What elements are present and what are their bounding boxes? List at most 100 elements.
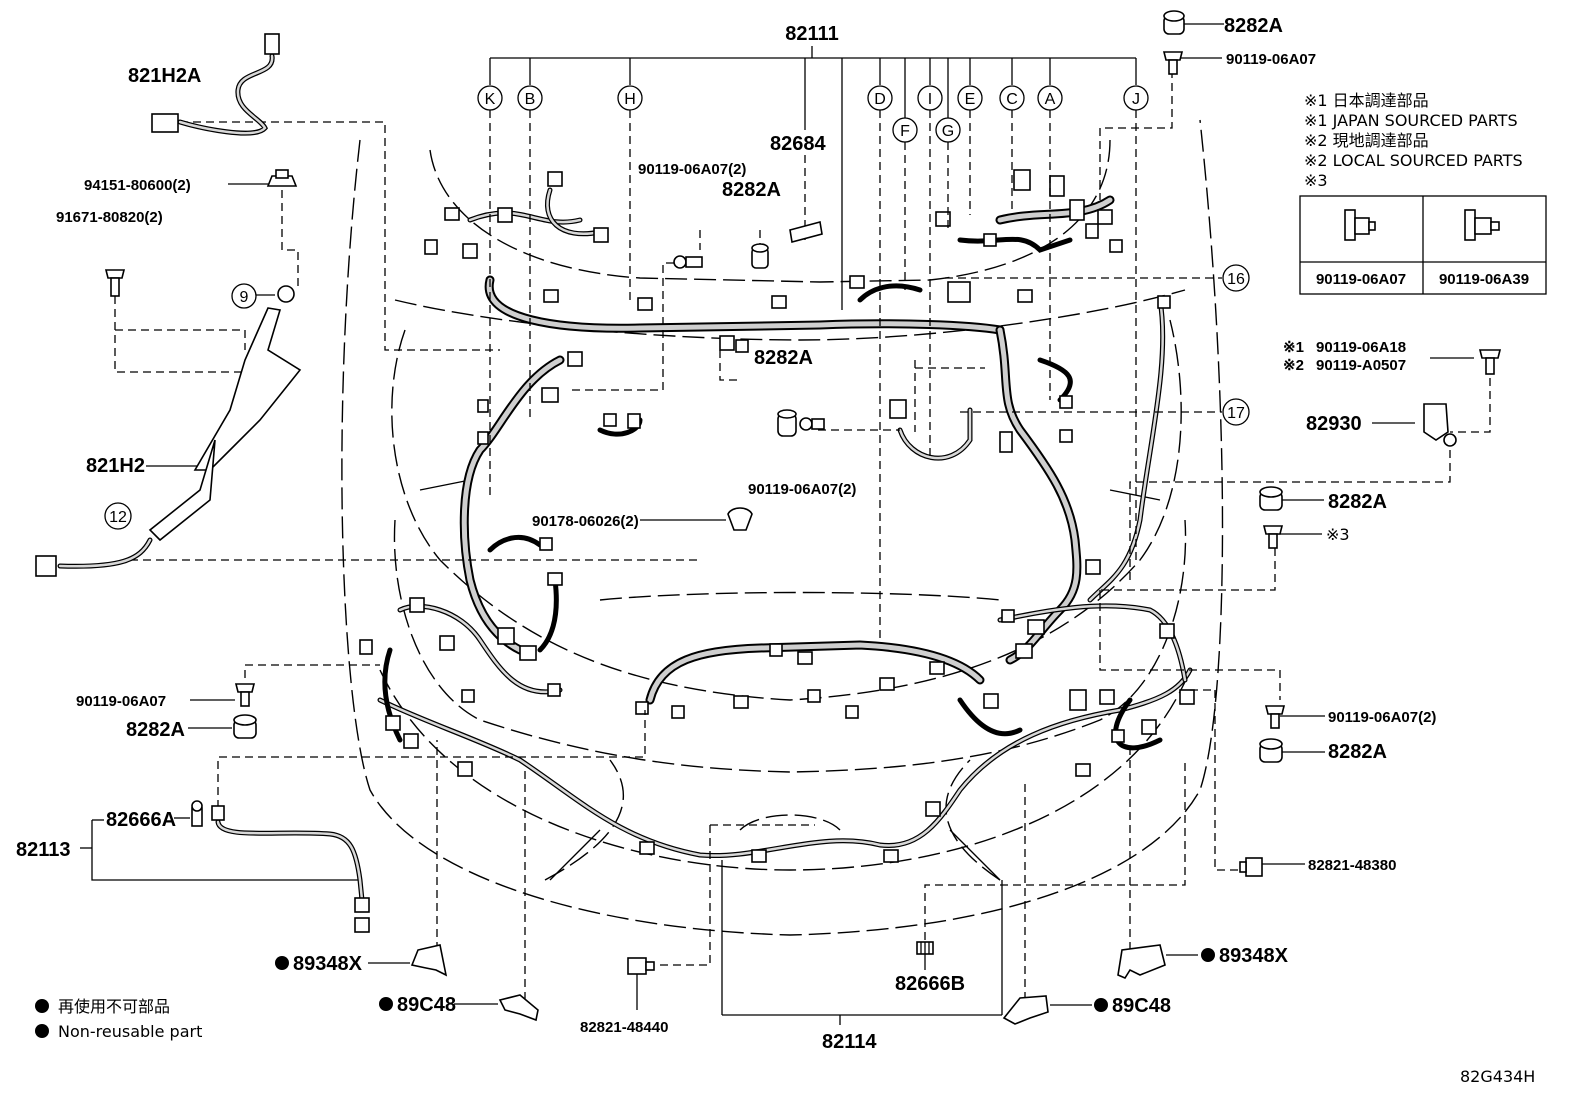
- part-89C48-clip-left: [498, 994, 539, 1022]
- label-82821-48440: 82821-48440: [580, 1019, 668, 1036]
- note-local-en: ※2 LOCAL SOURCED PARTS: [1304, 151, 1523, 170]
- label-90119-06A18: 90119-06A18: [1316, 339, 1406, 356]
- sourcing-legend: ※1 日本調達部品 ※1 JAPAN SOURCED PARTS ※2 現地調達…: [1304, 91, 1523, 190]
- marker-H: H: [617, 85, 643, 111]
- marker-A: A: [1037, 85, 1063, 111]
- leader-lines: [80, 23, 1491, 1025]
- part-89348X-clip-left: [410, 944, 448, 977]
- label-82684: 82684: [770, 133, 826, 155]
- label-91671-80820: 91671-80820(2): [56, 209, 163, 226]
- label-90119-A0507: 90119-A0507: [1316, 357, 1406, 374]
- label-82930: 82930: [1306, 413, 1362, 435]
- marker-J: J: [1123, 85, 1149, 111]
- marker-D: D: [867, 85, 893, 111]
- part-82821-48440-connector: [627, 957, 655, 975]
- label-90178-06026: 90178-06026(2): [532, 513, 639, 530]
- part-91671-bolt: [104, 269, 126, 297]
- label-star3-right: ※3: [1326, 525, 1350, 544]
- part-89C48-clip-right: [1002, 995, 1049, 1025]
- label-82666B: 82666B: [895, 973, 965, 995]
- svg-text:12: 12: [109, 509, 127, 526]
- svg-text:J: J: [1132, 91, 1140, 108]
- label-90119-06A07-2-mid: 90119-06A07(2): [748, 481, 856, 498]
- svg-text:C: C: [1006, 91, 1018, 108]
- label-89348X-right: 89348X: [1219, 945, 1289, 967]
- label-821H2: 821H2: [86, 455, 145, 477]
- label-821H2A: 821H2A: [128, 65, 201, 87]
- connectors: [359, 169, 1195, 863]
- label-82111: 82111: [785, 23, 838, 45]
- marker-G: G: [935, 117, 961, 143]
- label-89348X-left: 89348X: [293, 953, 363, 975]
- label-8282A-topright: 8282A: [1224, 15, 1283, 37]
- non-reusable-dot-89348X-right: [1201, 948, 1215, 962]
- label-82821-48380: 82821-48380: [1308, 857, 1396, 874]
- part-90119-bolt-left: [234, 683, 256, 707]
- svg-text:A: A: [1045, 91, 1056, 108]
- label-8282A-right2: 8282A: [1328, 741, 1387, 763]
- svg-text:9: 9: [240, 289, 249, 306]
- part-94151-nut: [266, 169, 298, 187]
- label-8282A-top-center: 8282A: [722, 179, 781, 201]
- marker-12: 12: [104, 502, 132, 530]
- marker-E: E: [957, 85, 983, 111]
- part-90119-a18-bolt: [1478, 349, 1502, 375]
- part-8282A-grommet-right2: [1259, 738, 1283, 763]
- footnote-dot-jp: [35, 999, 49, 1013]
- label-90119-06A07-2-top: 90119-06A07(2): [638, 161, 746, 178]
- label-89C48-left: 89C48: [397, 994, 456, 1016]
- marker-B: B: [517, 85, 543, 111]
- note-japan-jp: ※1 日本調達部品: [1304, 91, 1429, 110]
- svg-text:17: 17: [1227, 405, 1245, 422]
- table-left-part: 90119-06A07: [1316, 271, 1406, 288]
- label-82666A: 82666A: [106, 809, 176, 831]
- note-local-jp: ※2 現地調達部品: [1304, 131, 1429, 150]
- vehicle-body-outline: [341, 119, 1224, 936]
- bolt-06A07-icon: [1344, 209, 1376, 241]
- note-japan-en: ※1 JAPAN SOURCED PARTS: [1304, 111, 1518, 130]
- hardware-parts: [35, 10, 1502, 1025]
- letter-markers: K B H D F I G E C A J: [477, 85, 1149, 143]
- part-90119-bolt-center: [673, 255, 703, 269]
- part-90119-bolt-right2: [1264, 705, 1286, 729]
- bolt-06A39-icon: [1464, 209, 1500, 241]
- svg-text:B: B: [525, 91, 536, 108]
- label-star1-marker: ※1: [1283, 339, 1304, 356]
- number-markers: 9 12 16 17: [104, 264, 1250, 530]
- diagram-code: 82G434H: [1460, 1067, 1535, 1086]
- label-8282A-mid: 8282A: [754, 347, 813, 369]
- footnote-non-reusable-en: Non-reusable part: [58, 1022, 202, 1041]
- svg-text:D: D: [874, 91, 886, 108]
- part-8282A-grommet-top: [751, 243, 769, 269]
- marker-9: 9: [231, 283, 257, 309]
- marker-K: K: [477, 85, 503, 111]
- part-89348X-clip-right: [1117, 944, 1166, 980]
- svg-text:I: I: [928, 91, 932, 108]
- label-94151-80600: 94151-80600(2): [84, 177, 191, 194]
- non-reusable-dot-89C48-left: [379, 997, 393, 1011]
- part-8282A-grommet-mid: [777, 409, 825, 437]
- footnotes: 再使用不可部品 Non-reusable part: [35, 997, 202, 1041]
- svg-text:K: K: [485, 91, 496, 108]
- svg-text:G: G: [942, 123, 954, 140]
- part-8282A-grommet-right1: [1259, 486, 1283, 511]
- label-90119-06A07-2-right: 90119-06A07(2): [1328, 709, 1436, 726]
- footnote-dot-en: [35, 1024, 49, 1038]
- non-reusable-dot-89348X-left: [275, 956, 289, 970]
- label-8282A-right1: 8282A: [1328, 491, 1387, 513]
- label-90119-06A07-left: 90119-06A07: [76, 693, 166, 710]
- part-821H2A-wire: [151, 33, 280, 136]
- part-82666B-clip: [916, 941, 934, 955]
- part-8282A-grommet-left: [233, 714, 257, 739]
- label-89C48-right: 89C48: [1112, 995, 1171, 1017]
- table-right-part: 90119-06A39: [1439, 271, 1529, 288]
- part-82930-bracket: [1423, 403, 1457, 447]
- part-82821-48380-connector: [1239, 857, 1263, 877]
- non-reusable-dot-89C48-right: [1094, 998, 1108, 1012]
- marker-16: 16: [1222, 264, 1250, 292]
- svg-text:H: H: [624, 91, 636, 108]
- svg-text:F: F: [900, 123, 910, 140]
- part-82666A-clip: [191, 800, 203, 827]
- label-star2-marker: ※2: [1283, 357, 1304, 374]
